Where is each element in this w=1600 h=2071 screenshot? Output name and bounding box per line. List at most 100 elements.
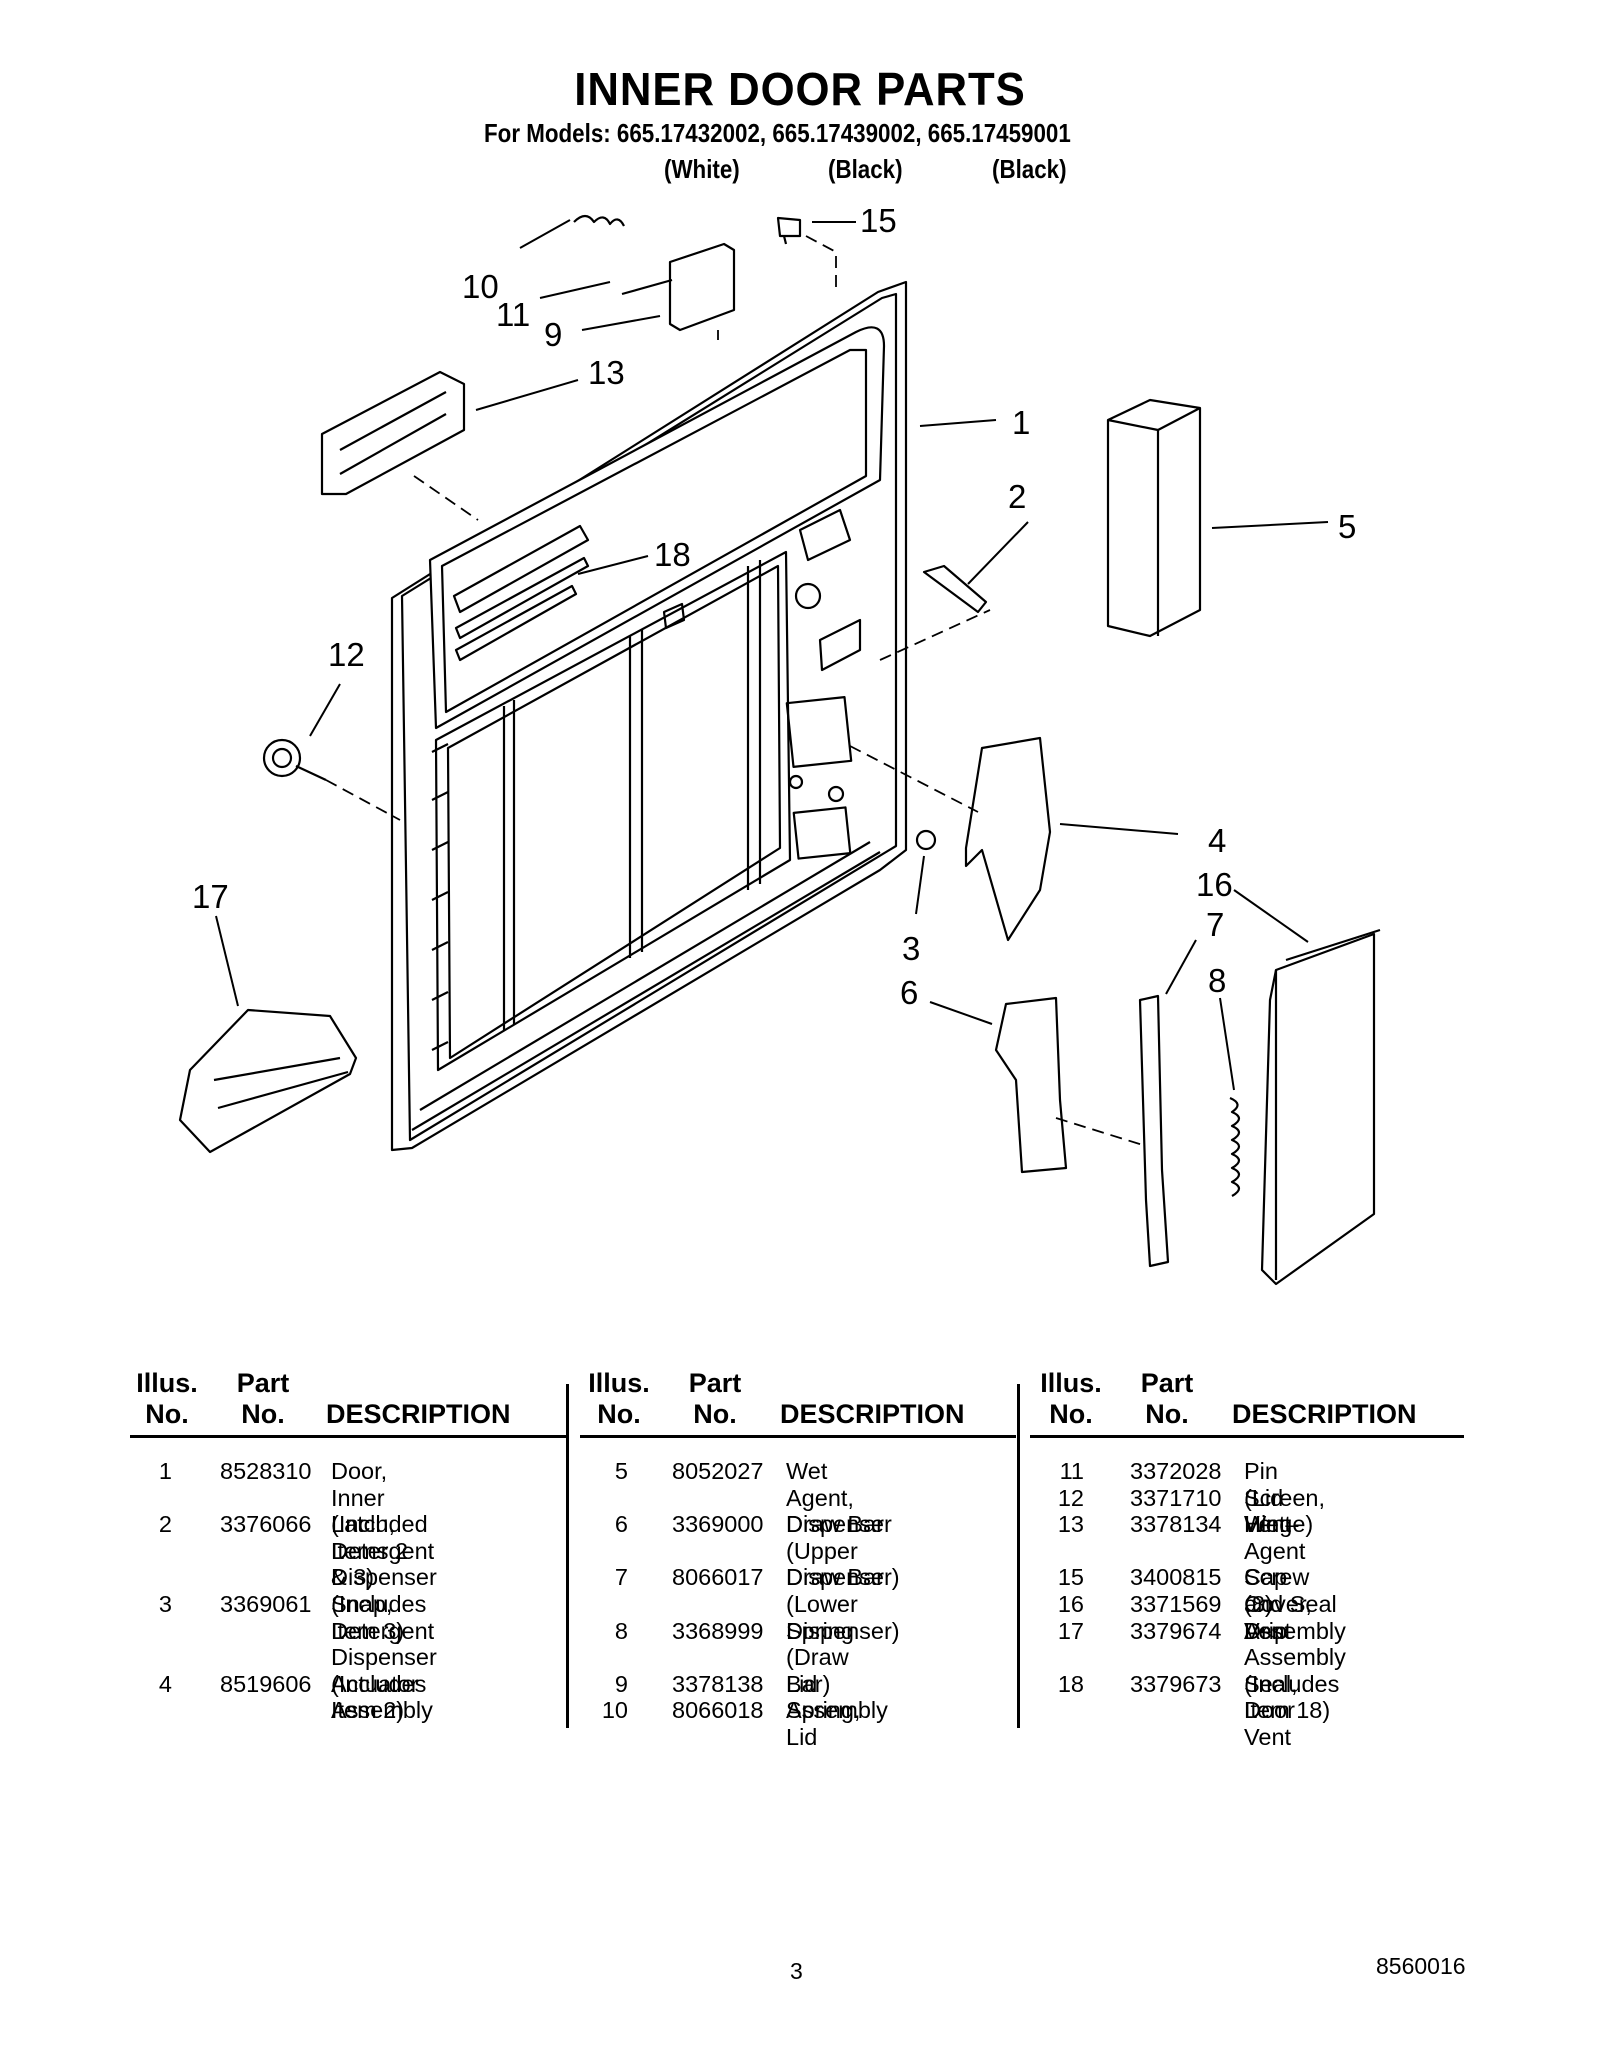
- callout-7: 7: [1206, 906, 1224, 943]
- part-6-draw-bar-upper: [994, 996, 1068, 1174]
- col2-header-rule: [580, 1435, 1016, 1438]
- col2-header-part: Part No.: [688, 1368, 742, 1429]
- part-description: Draw Bar (Lower Dispenser): [786, 1564, 900, 1644]
- part-number: 8519606: [220, 1670, 312, 1697]
- part-number: 3378138: [672, 1670, 764, 1697]
- callout-10: 10: [462, 268, 499, 305]
- col2-header-description: DESCRIPTION: [780, 1399, 965, 1429]
- part-3-snap: [915, 829, 937, 851]
- callout-15: 15: [860, 202, 897, 239]
- callout-5: 5: [1338, 508, 1356, 545]
- part-10-spring: [573, 214, 625, 227]
- col3-header-illus: Illus. No.: [1040, 1368, 1102, 1429]
- model-color-1: (White): [664, 154, 740, 184]
- part-16-drip-cover: [1260, 932, 1376, 1286]
- detached-parts: [178, 214, 1381, 1286]
- col1-header-rule: [130, 1435, 568, 1438]
- part-number: 3378134: [1130, 1511, 1222, 1538]
- part-8-spring: [1229, 1096, 1241, 1197]
- illus-number: 3: [158, 1591, 172, 1617]
- part-description: Lid Assembly: [786, 1670, 888, 1724]
- part-number: 3371710: [1130, 1484, 1222, 1511]
- illus-number: 2: [158, 1511, 172, 1538]
- part-number: 3376066: [220, 1511, 312, 1538]
- part-2-latch: [922, 564, 988, 614]
- illus-number: 6: [614, 1511, 628, 1538]
- model-color-2: (Black): [828, 154, 903, 184]
- part-description: Screw (8): [1244, 1564, 1310, 1617]
- part-number: 3372028: [1130, 1458, 1222, 1484]
- page-title: INNER DOOR PARTS: [574, 63, 1026, 115]
- part-12-screen: [320, 370, 466, 496]
- illus-number: 11: [1059, 1458, 1084, 1484]
- illus-number: 16: [1057, 1591, 1084, 1617]
- part-description: Vent Assembly (Includes Item 18): [1244, 1617, 1346, 1724]
- callout-2: 2: [1008, 478, 1026, 515]
- callout-6: 6: [900, 974, 918, 1011]
- part-number: 3368999: [672, 1617, 764, 1644]
- part-17-vent-assembly: [178, 1008, 358, 1154]
- callout-18: 18: [654, 536, 691, 573]
- part-description: Door, Inner (Included Items 2 & 3): [331, 1458, 428, 1591]
- part-description: Seal, Door Vent: [1244, 1670, 1298, 1750]
- callout-4: 4: [1208, 822, 1226, 859]
- col3-header-rule: [1030, 1435, 1464, 1438]
- part-description: Screen, Vent: [1244, 1484, 1325, 1538]
- callout-9: 9: [544, 316, 562, 353]
- document-number: 8560016: [1376, 1953, 1466, 1979]
- illus-number: 10: [601, 1697, 628, 1724]
- inner-door-drawing: [390, 280, 908, 1152]
- part-11-pin: [621, 278, 673, 296]
- callout-13: 12: [328, 636, 365, 673]
- callout-3: 3: [902, 930, 920, 967]
- col1-header-description: DESCRIPTION: [326, 1399, 511, 1429]
- part-description: Latch, Detergent Dispenser (Includes Ite…: [331, 1511, 437, 1644]
- callout-17: 17: [192, 878, 229, 915]
- leader-lines: [215, 219, 1329, 1091]
- part-description: Draw Bar (Upper Dispenser): [786, 1511, 900, 1591]
- col1-header-part: Part No.: [236, 1368, 290, 1429]
- illus-number: 18: [1057, 1670, 1084, 1697]
- callout-12: 13: [588, 354, 625, 391]
- part-description: Snap, Detergent Dispenser (Includes Item…: [331, 1591, 437, 1724]
- part-number: 3369061: [220, 1591, 312, 1617]
- part-number: 8052027: [672, 1458, 764, 1484]
- part-description: Spring, Lid: [786, 1697, 861, 1750]
- part-number: 3369000: [672, 1511, 764, 1538]
- illus-number: 4: [158, 1670, 172, 1697]
- part-number: 8528310: [220, 1458, 312, 1484]
- illus-number: 9: [614, 1670, 628, 1697]
- part-description: Wet–Agent Cap and Seal Assembly: [1244, 1511, 1346, 1644]
- col2-header-illus: Illus. No.: [588, 1368, 650, 1429]
- callout-11: 11: [496, 296, 530, 333]
- part-5-wet-agent-dispenser: [1106, 398, 1202, 638]
- callout-1: 1: [1012, 404, 1030, 441]
- callout-16: 16: [1196, 866, 1233, 903]
- illus-number: 1: [158, 1458, 172, 1484]
- part-description: Pin (Lid Hinge): [1244, 1458, 1314, 1538]
- col1-header-illus: Illus. No.: [136, 1368, 198, 1429]
- part-description: Cover, Drip: [1244, 1591, 1312, 1644]
- part-description: Actuator Assembly: [331, 1670, 433, 1724]
- part-4-actuator: [964, 736, 1052, 942]
- illus-number: 8: [614, 1617, 628, 1644]
- model-color-3: (Black): [992, 154, 1067, 184]
- part-9-lid: [668, 242, 736, 332]
- illus-number: 5: [614, 1458, 628, 1484]
- callout-labels: 15 10 11 9 13 1 2 5 18 12 4 16 7 17 3 6 …: [192, 202, 1356, 1011]
- part-number: 3379673: [1130, 1670, 1222, 1697]
- part-13-cap: [262, 738, 302, 778]
- illus-number: 13: [1057, 1511, 1084, 1538]
- part-number: 8066017: [672, 1564, 764, 1591]
- part-number: 3371569: [1130, 1591, 1222, 1617]
- illus-number: 12: [1057, 1484, 1084, 1511]
- page-number: 3: [790, 1958, 803, 1984]
- part-description: Wet Agent, Dispenser: [786, 1458, 892, 1538]
- assembly-lines: [325, 235, 1147, 1147]
- model-list: For Models: 665.17432002, 665.17439002, …: [484, 118, 1071, 148]
- part-description: Spring (Draw Bar): [786, 1617, 854, 1697]
- part-number: 3400815: [1130, 1564, 1222, 1591]
- col3-header-description: DESCRIPTION: [1232, 1399, 1417, 1429]
- col3-header-part: Part No.: [1140, 1368, 1194, 1429]
- illus-number: 7: [614, 1564, 628, 1591]
